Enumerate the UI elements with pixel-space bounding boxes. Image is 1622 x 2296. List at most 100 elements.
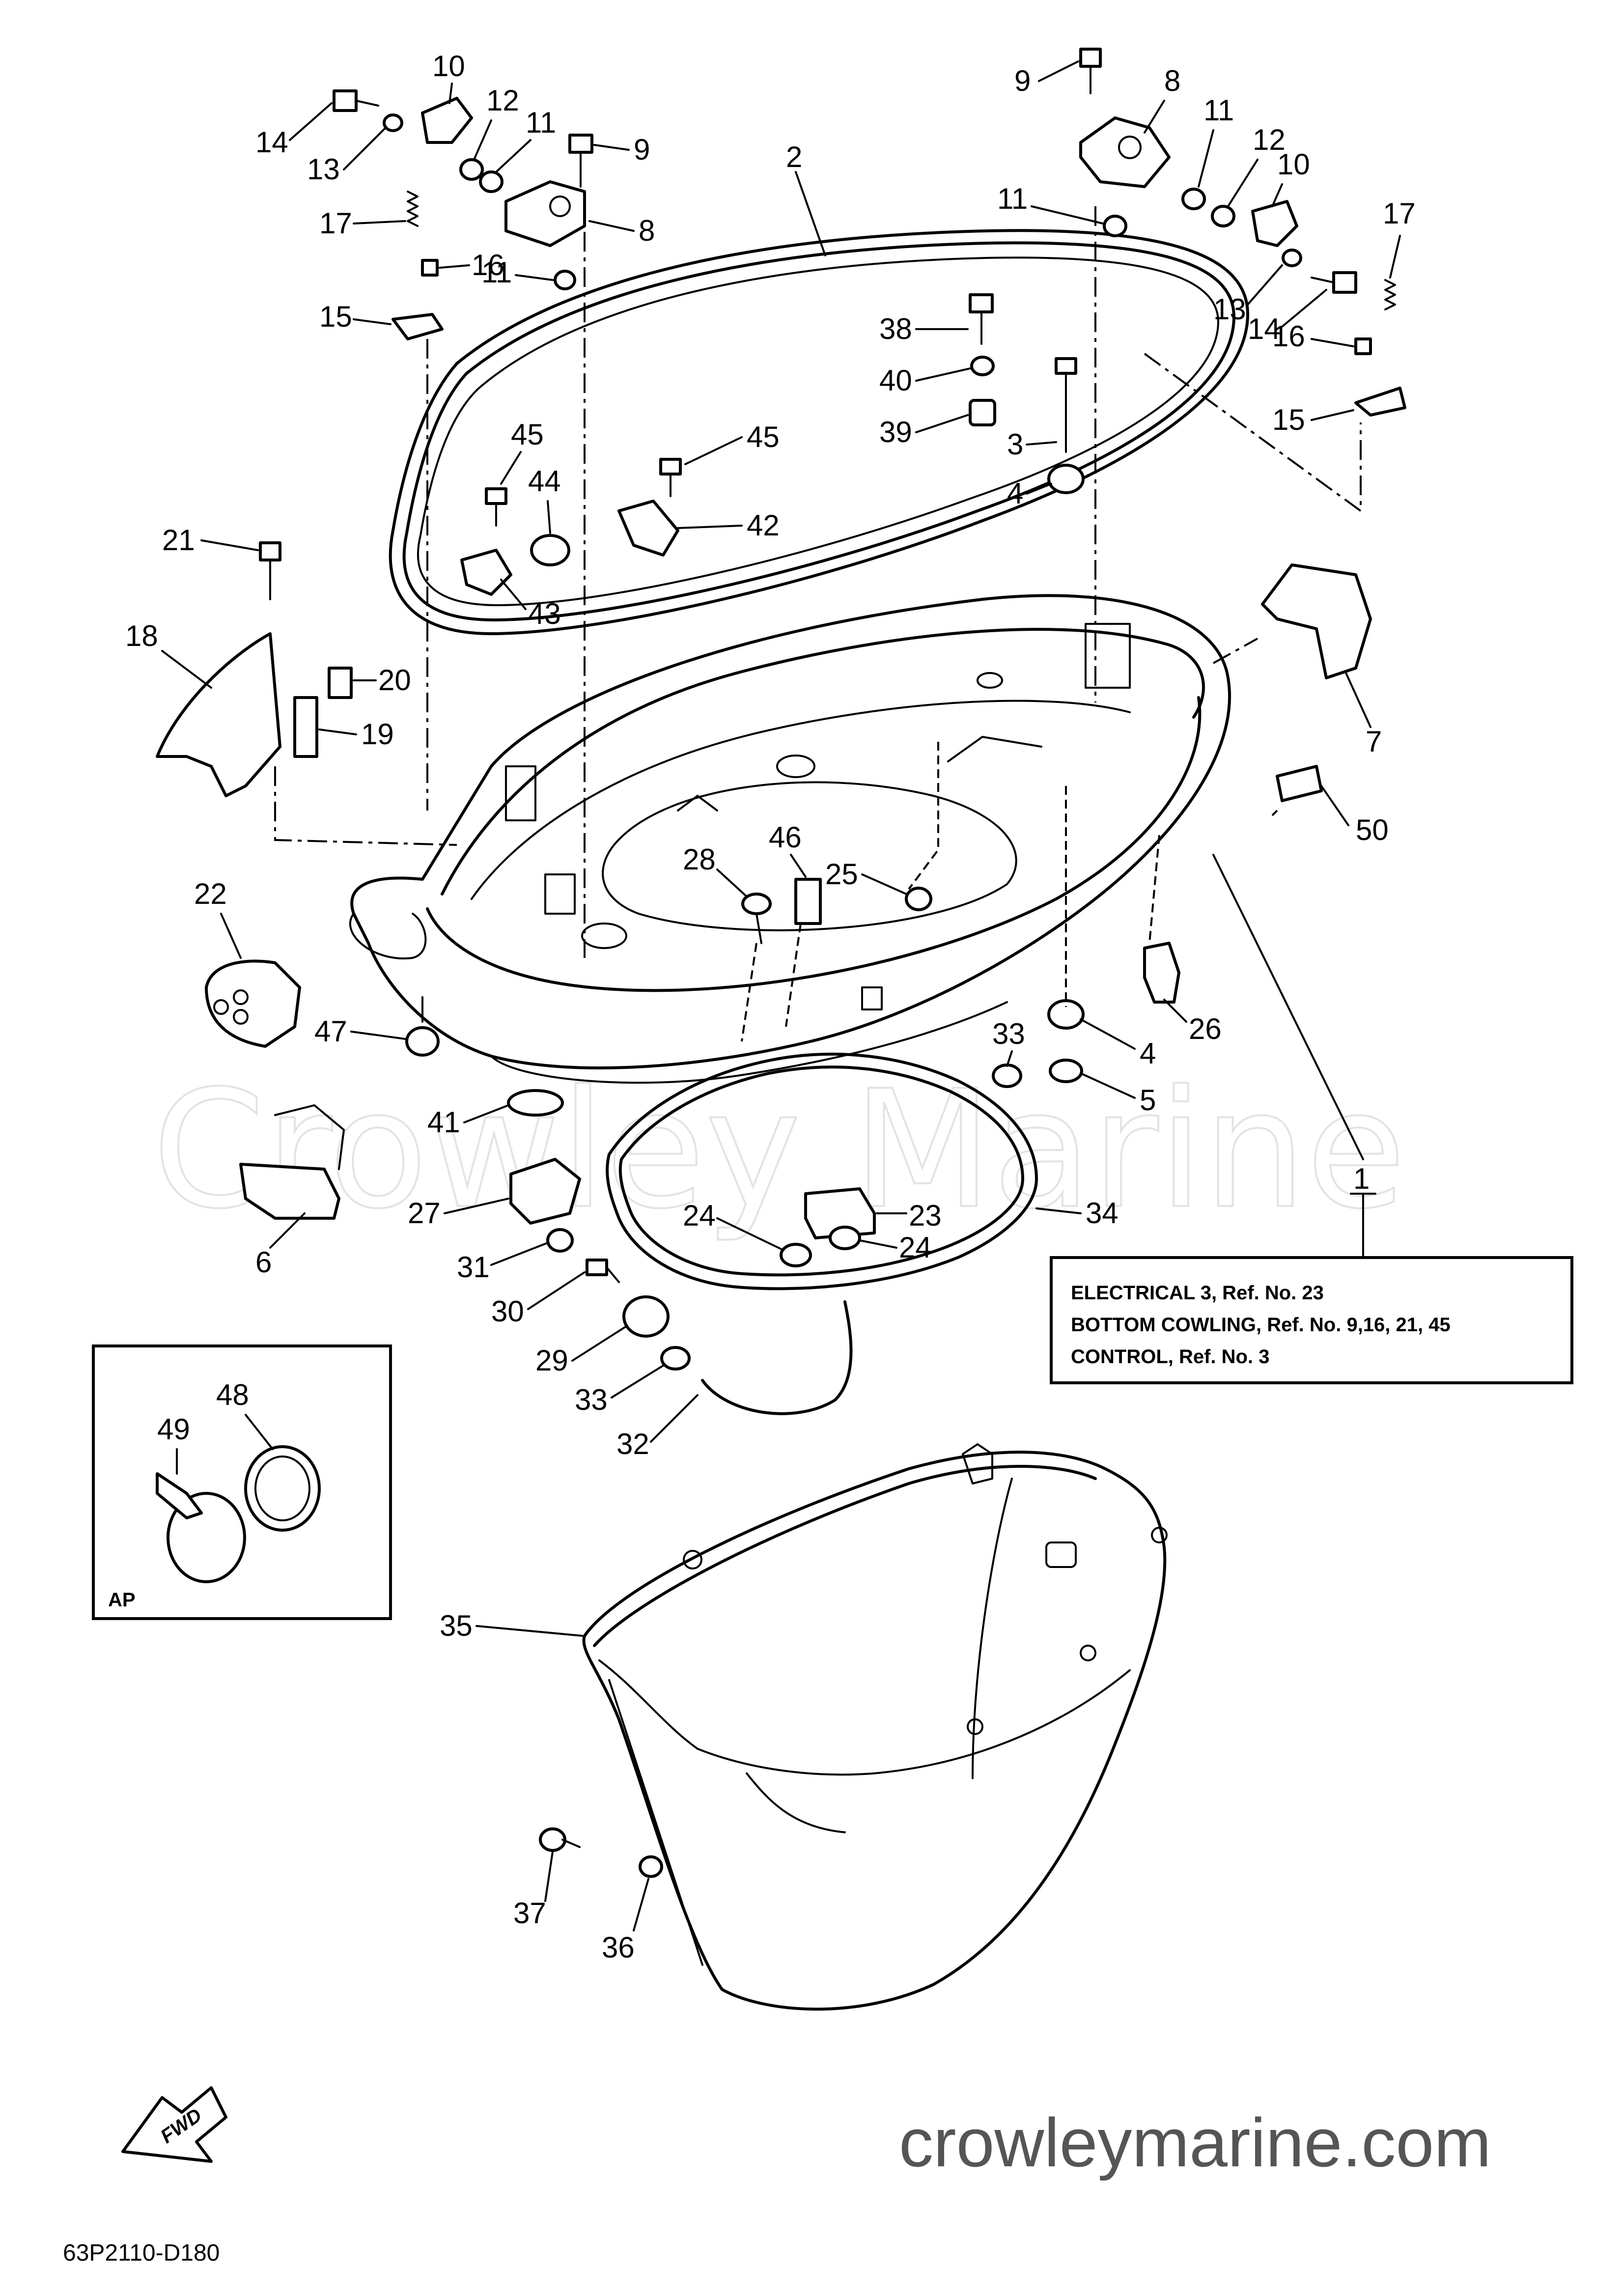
callout-12a: 12 <box>486 84 519 117</box>
part-49-tab <box>156 1472 203 1519</box>
part-20-clip <box>328 667 353 699</box>
callout-23: 23 <box>909 1199 942 1232</box>
reference-line-1: ELECTRICAL 3, Ref. No. 23 <box>1071 1282 1324 1304</box>
callout-14a: 14 <box>255 126 288 159</box>
callout-42: 42 <box>747 509 780 542</box>
part-19-clip <box>293 696 318 758</box>
callout-33b: 33 <box>992 1017 1025 1050</box>
part-21-bolt <box>259 541 281 600</box>
site-url: crowleymarine.com <box>899 2104 1491 2181</box>
part-43-clip <box>460 549 512 596</box>
callout-11d: 11 <box>1203 94 1234 127</box>
part-14-bolt-right <box>1311 271 1357 294</box>
callout-34: 34 <box>1086 1197 1119 1230</box>
part-48-joint <box>244 1445 321 1532</box>
callout-4a: 4 <box>1007 477 1023 510</box>
callout-1: 1 <box>1353 1162 1370 1195</box>
part-14-bolt-left <box>333 89 379 112</box>
callout-24a: 24 <box>683 1199 716 1232</box>
callout-28: 28 <box>683 843 716 876</box>
callout-25: 25 <box>825 858 858 891</box>
callout-11c: 11 <box>997 182 1028 215</box>
part-29-bushing <box>622 1295 670 1338</box>
part-7-handle <box>1261 563 1372 679</box>
callout-8b: 8 <box>1164 64 1180 97</box>
callout-43: 43 <box>528 597 561 630</box>
assembly-lines <box>274 196 1362 958</box>
watermark: Crowley Marine <box>152 1056 1406 1244</box>
callout-26: 26 <box>1189 1012 1222 1045</box>
reference-line-3: CONTROL, Ref. No. 3 <box>1071 1346 1269 1368</box>
callout-15a: 15 <box>319 300 352 333</box>
part-41-grommet <box>507 1089 564 1117</box>
part-24-clamp-a <box>780 1243 812 1267</box>
part-22-plug <box>205 959 301 1048</box>
callout-45b: 45 <box>747 420 780 453</box>
callout-39: 39 <box>879 416 912 448</box>
part-36-nut <box>639 1855 663 1878</box>
callout-24b: 24 <box>899 1231 932 1264</box>
part-44-clamp <box>530 534 570 566</box>
part-8-bracket-right <box>1079 116 1171 188</box>
callout-16a: 16 <box>472 249 504 281</box>
washers <box>383 113 1302 290</box>
part-37-bolt <box>539 1827 581 1852</box>
callout-50: 50 <box>1356 813 1389 846</box>
callout-10a: 10 <box>432 50 465 83</box>
callout-10b: 10 <box>1277 148 1310 181</box>
part-45-bolt-a <box>485 487 507 527</box>
inset-ap: AP <box>92 1344 392 1620</box>
part-50-label <box>1276 765 1323 802</box>
callout-14b: 14 <box>1248 312 1281 345</box>
callout-2: 2 <box>786 140 802 173</box>
callout-6: 6 <box>255 1246 272 1279</box>
callout-27: 27 <box>408 1197 441 1230</box>
callout-44: 44 <box>528 465 561 498</box>
part-24-clamp-b <box>829 1226 861 1250</box>
fwd-arrow-icon: FWD <box>121 2086 227 2163</box>
callout-49: 49 <box>157 1413 190 1446</box>
part-27-fitting <box>509 1158 581 1225</box>
callout-37: 37 <box>513 1897 546 1930</box>
callout-35: 35 <box>440 1609 473 1642</box>
part-9-bolt-left <box>568 134 593 188</box>
part-30-bolt <box>586 1259 620 1283</box>
callout-33a: 33 <box>575 1383 608 1416</box>
part-25-nut <box>905 887 932 911</box>
callout-31: 31 <box>457 1251 490 1284</box>
callout-21: 21 <box>162 524 195 557</box>
part-17-springs <box>407 191 1396 310</box>
callout-5: 5 <box>1140 1084 1156 1117</box>
part-46-clip <box>794 878 822 925</box>
inset-ap-label: AP <box>108 1589 136 1611</box>
part-33-clamp-a <box>660 1346 691 1371</box>
part-8-bracket-left <box>504 180 586 247</box>
callout-48: 48 <box>216 1378 249 1411</box>
part-32-hose <box>701 1300 853 1415</box>
callout-4b: 4 <box>1140 1037 1156 1070</box>
part-10-lever-left <box>421 97 473 144</box>
part-10-lever-right <box>1251 200 1298 247</box>
callout-9a: 9 <box>634 133 650 166</box>
callout-8a: 8 <box>639 214 655 247</box>
part-47-stud <box>405 996 440 1057</box>
callout-32: 32 <box>616 1428 649 1460</box>
reference-box: ELECTRICAL 3, Ref. No. 23 BOTTOM COWLING… <box>1050 1193 1573 1384</box>
part-34-gasket <box>606 1052 1038 1290</box>
part-9-bolt-right <box>1079 48 1102 94</box>
callout-29: 29 <box>535 1344 568 1377</box>
callout-13a: 13 <box>307 153 340 186</box>
part-33-clamp-b <box>992 1064 1022 1088</box>
part-18-cover <box>156 632 281 797</box>
part-1-bottom-cowling <box>349 594 1231 1084</box>
part-3-4-bolt-grommet <box>1047 357 1085 1083</box>
callout-38: 38 <box>879 312 912 345</box>
callout-9b: 9 <box>1014 64 1031 97</box>
part-15-latch-left <box>392 259 444 340</box>
callout-19: 19 <box>361 718 394 751</box>
callout-30: 30 <box>491 1295 524 1328</box>
callout-11a: 11 <box>526 106 556 139</box>
callout-17b: 17 <box>1383 197 1416 230</box>
callout-46: 46 <box>769 821 802 854</box>
callout-36: 36 <box>602 1931 635 1964</box>
